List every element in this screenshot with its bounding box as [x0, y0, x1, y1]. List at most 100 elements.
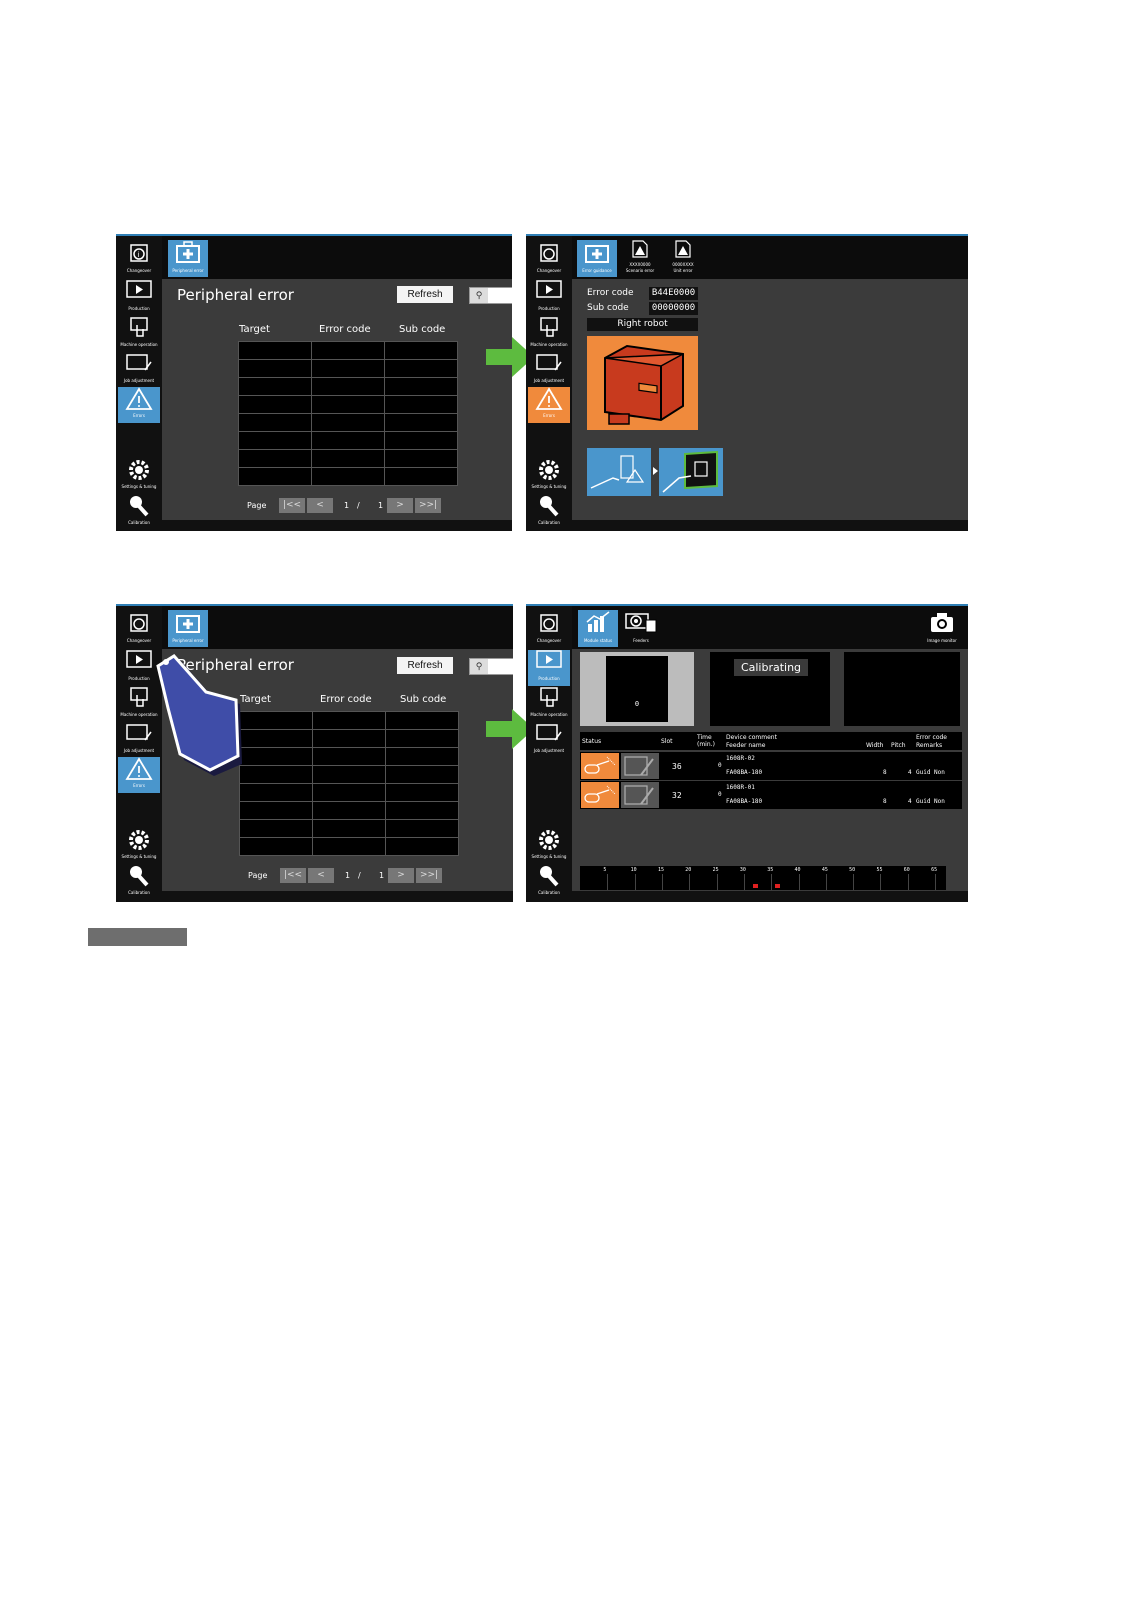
- slot-tick-line: [825, 874, 827, 890]
- refresh-button[interactable]: Refresh: [397, 657, 453, 674]
- table-row[interactable]: [238, 413, 458, 432]
- slot-tick-line: [935, 874, 937, 890]
- edit-icon: [528, 352, 570, 378]
- slot-tick-line: [607, 874, 609, 890]
- sub-code-label: Sub code: [587, 303, 629, 313]
- table-row[interactable]: [239, 819, 459, 838]
- sidebar-item-production[interactable]: Production: [118, 280, 160, 316]
- last-page-button[interactable]: >>|: [416, 868, 442, 883]
- table-row[interactable]: 32 0 1608R-01 FA08BA-180 8 4 Guid Non: [580, 781, 962, 809]
- tab-error-guidance[interactable]: Error guidance: [577, 240, 617, 277]
- sidebar-item-errors[interactable]: Errors: [528, 387, 570, 423]
- slot-tick-label: 5: [603, 867, 607, 873]
- table-row[interactable]: [238, 449, 458, 468]
- tab-peripheral-error[interactable]: Peripheral error: [168, 610, 208, 647]
- sidebar-item-settings[interactable]: Settings & tuning: [528, 458, 570, 494]
- touch-icon: [528, 686, 570, 712]
- first-page-button[interactable]: |<<: [279, 498, 305, 513]
- table-row[interactable]: [239, 765, 459, 784]
- last-page-button[interactable]: >>|: [415, 498, 441, 513]
- sidebar-item-production[interactable]: Production: [118, 650, 160, 686]
- edit-icon: [118, 722, 160, 748]
- tab-peripheral-error[interactable]: Peripheral error: [168, 240, 208, 277]
- edit-cell[interactable]: [621, 753, 659, 779]
- module-value: 0: [634, 700, 640, 708]
- sidebar-item-job-adjustment[interactable]: Job adjustment: [118, 352, 160, 388]
- error-table[interactable]: [238, 341, 458, 486]
- module-panel[interactable]: 0: [580, 652, 694, 726]
- sidebar-item-production[interactable]: Production: [528, 650, 570, 686]
- table-row[interactable]: [238, 377, 458, 396]
- table-row[interactable]: [238, 395, 458, 414]
- occupied-slot-marker: [774, 884, 780, 888]
- table-row[interactable]: [239, 783, 459, 802]
- table-row[interactable]: [239, 747, 459, 766]
- sidebar-item-changeover[interactable]: Changeover: [118, 612, 160, 648]
- width-value: 8: [883, 798, 887, 805]
- slot-tick-line: [798, 874, 800, 890]
- table-row[interactable]: [238, 341, 458, 360]
- table-row[interactable]: 36 0 1608R-02 FA08BA-180 8 4 Guid Non: [580, 752, 962, 780]
- table-row[interactable]: [239, 801, 459, 820]
- feeder-status-icon: [584, 785, 616, 803]
- error-table[interactable]: [239, 711, 459, 856]
- green-arrow-icon: [486, 337, 534, 377]
- wrench-icon: [528, 494, 570, 520]
- sidebar-item-job-adjustment[interactable]: Job adjustment: [528, 722, 570, 758]
- warning-icon: [118, 387, 160, 413]
- table-row[interactable]: [239, 729, 459, 748]
- step-illustration-1: [587, 448, 651, 496]
- sidebar-item-calibration[interactable]: Calibration: [528, 494, 570, 530]
- page-current: 1: [344, 501, 350, 510]
- next-page-button[interactable]: >: [388, 868, 414, 883]
- refresh-button[interactable]: Refresh: [397, 286, 453, 303]
- table-row[interactable]: [238, 467, 458, 486]
- sidebar-item-settings[interactable]: Settings & tuning: [118, 828, 160, 864]
- sidebar-item-errors[interactable]: Errors: [118, 757, 160, 793]
- edit-cell[interactable]: [621, 782, 659, 808]
- tab-module-status[interactable]: Module status: [578, 610, 618, 647]
- play-icon: [528, 650, 570, 676]
- sidebar-item-changeover[interactable]: Changeover: [528, 242, 570, 278]
- table-row[interactable]: [238, 359, 458, 378]
- sidebar-item-production[interactable]: Production: [528, 280, 570, 316]
- header-error-code: Error code: [916, 734, 948, 741]
- prev-page-button[interactable]: <: [307, 498, 333, 513]
- target-name: Right robot: [587, 318, 698, 331]
- sidebar-item-settings[interactable]: Settings & tuning: [528, 828, 570, 864]
- image-monitor-button[interactable]: Image monitor: [922, 610, 962, 647]
- tab-feeders[interactable]: Feeders: [621, 610, 661, 647]
- sidebar-item-job-adjustment[interactable]: Job adjustment: [118, 722, 160, 758]
- table-row[interactable]: [239, 711, 459, 730]
- table-row[interactable]: [239, 837, 459, 856]
- prev-page-button[interactable]: <: [308, 868, 334, 883]
- search-input[interactable]: ⚲: [469, 287, 512, 304]
- sidebar-item-machine-operation[interactable]: Machine operation: [528, 316, 570, 352]
- slot-value: 36: [672, 762, 682, 771]
- search-input[interactable]: ⚲: [469, 658, 513, 675]
- sidebar-item-calibration[interactable]: Calibration: [118, 494, 160, 530]
- sidebar-item-errors[interactable]: Errors: [118, 387, 160, 423]
- table-row[interactable]: [238, 431, 458, 450]
- sidebar-item-changeover[interactable]: Changeover: [528, 612, 570, 648]
- header-width: Width: [866, 742, 884, 749]
- slot-tick-label: 40: [794, 867, 801, 873]
- next-page-button[interactable]: >: [387, 498, 413, 513]
- sidebar-item-machine-operation[interactable]: Machine operation: [528, 686, 570, 722]
- sidebar-item-calibration[interactable]: Calibration: [118, 864, 160, 900]
- first-page-button[interactable]: |<<: [280, 868, 306, 883]
- sidebar-item-calibration[interactable]: Calibration: [528, 864, 570, 900]
- touch-icon: [118, 686, 160, 712]
- sidebar-item-machine-operation[interactable]: Machine operation: [118, 316, 160, 352]
- changeover-icon: [528, 242, 570, 268]
- sidebar-item-settings[interactable]: Settings & tuning: [118, 458, 160, 494]
- slot-tick-label: 50: [849, 867, 856, 873]
- sidebar-item-machine-operation[interactable]: Machine operation: [118, 686, 160, 722]
- slot-tick-line: [716, 874, 718, 890]
- sidebar-item-job-adjustment[interactable]: Job adjustment: [528, 352, 570, 388]
- status-bar: [572, 520, 968, 531]
